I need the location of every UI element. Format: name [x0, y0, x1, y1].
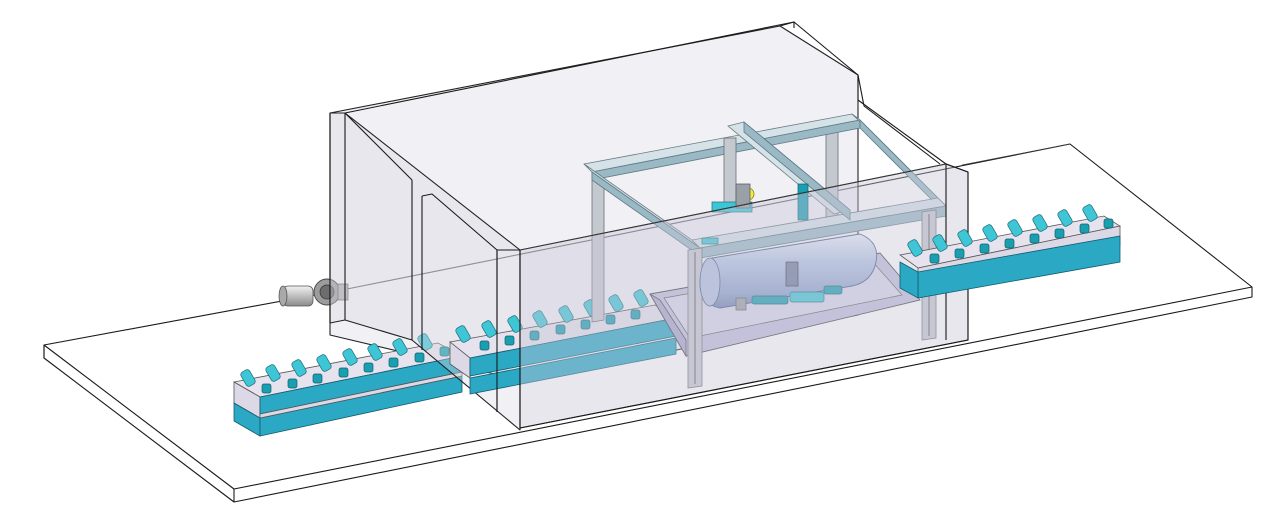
pressure-tank — [699, 233, 878, 311]
right-roller-conveyor — [899, 204, 1122, 299]
electric-motor — [278, 278, 349, 307]
roller-row-left — [240, 333, 450, 394]
gantry-crane — [583, 113, 947, 389]
middle-roller-conveyor — [449, 289, 678, 395]
roller-row-right — [907, 204, 1114, 264]
roller-row-middle — [455, 289, 649, 351]
left-roller-conveyor — [232, 333, 464, 437]
enclosure-front-walls — [496, 75, 969, 429]
floor-slab — [43, 143, 1253, 503]
